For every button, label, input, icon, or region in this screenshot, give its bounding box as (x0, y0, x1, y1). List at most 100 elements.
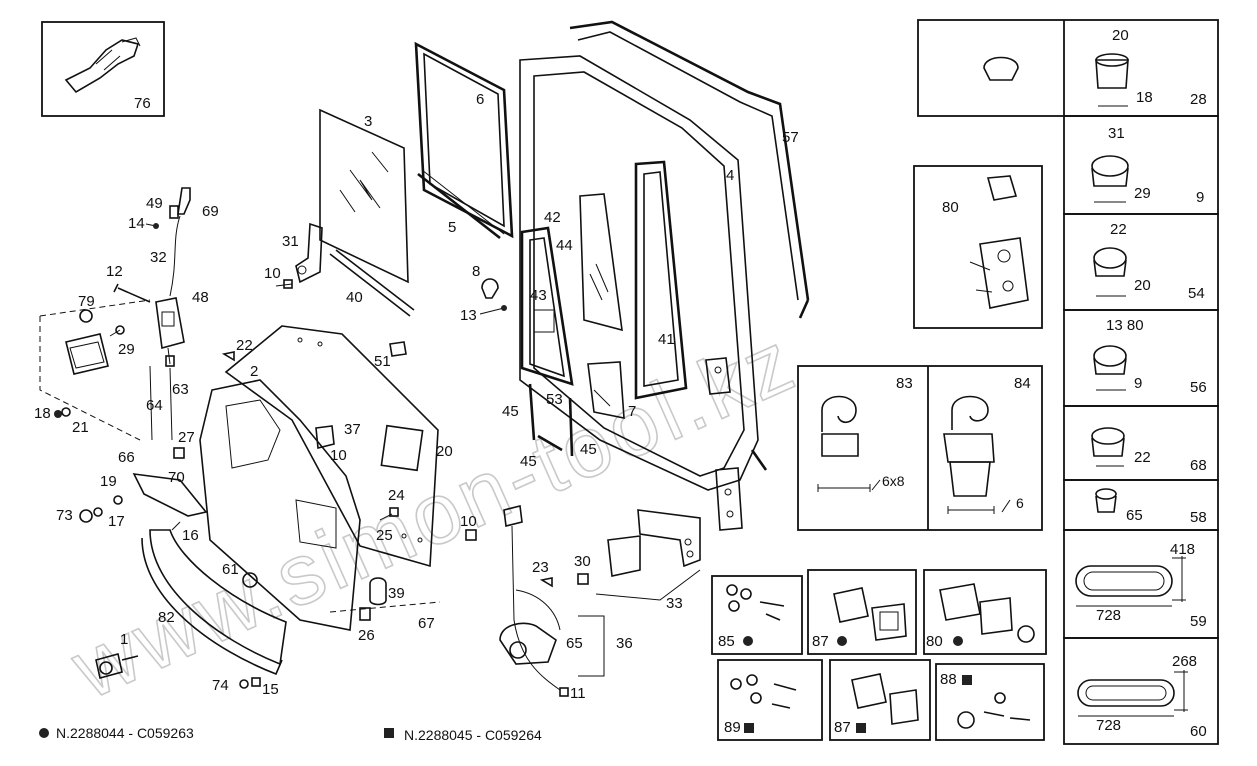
plug-9-item: 9 (1196, 189, 1204, 206)
callout-30: 30 (574, 553, 591, 570)
label-87-b: 87 (834, 719, 851, 736)
callout-32: 32 (150, 249, 167, 266)
window-glass-3: 3 (319, 108, 409, 284)
inner-panel-20: 20 2 22 (221, 325, 453, 568)
plug-58-item: 58 (1190, 509, 1207, 526)
dim-84: 6 (1016, 495, 1024, 511)
callout-20: 20 (436, 443, 453, 460)
bracket-31: 31 10 (264, 222, 323, 289)
callout-74: 74 (212, 677, 229, 694)
callout-51: 51 (374, 353, 391, 370)
callout-12: 12 (106, 263, 123, 280)
guide-rail-5: 5 (417, 169, 505, 240)
callout-33: 33 (666, 595, 683, 612)
callout-67: 67 (418, 615, 435, 632)
inset-box-88: 88 (935, 663, 1045, 741)
callout-17: 17 (108, 513, 125, 530)
plug-68-item: 68 (1190, 457, 1207, 474)
footnote-circle: N.2288044 - C059263 (39, 725, 194, 741)
plug-59-dim-bottom: 728 (1096, 607, 1121, 624)
callout-41: 41 (658, 331, 675, 348)
callout-40: 40 (346, 289, 363, 306)
callout-24: 24 (388, 487, 405, 504)
label-84: 84 (1014, 375, 1031, 392)
plug-row-28: 20 18 28 (1095, 27, 1207, 108)
callout-45-a: 45 (502, 403, 519, 420)
callout-21: 21 (72, 419, 89, 436)
callout-11: 11 (570, 685, 586, 702)
callout-49: 49 (146, 195, 163, 212)
callout-44: 44 (556, 237, 573, 254)
inset-box-80-b: 80 (923, 569, 1047, 655)
callout-16: 16 (182, 527, 199, 544)
callout-3: 3 (364, 113, 372, 130)
footnote-square: N.2288045 - C059264 (384, 727, 542, 743)
regulator-36: 10 23 65 36 11 (460, 505, 633, 702)
callout-43: 43 (530, 287, 547, 304)
callout-82: 82 (158, 609, 175, 626)
plug-table (917, 19, 1219, 745)
inset-box-80: 80 (913, 165, 1043, 329)
callout-14: 14 (128, 215, 145, 232)
inset-box-87-a: 87 (807, 569, 917, 655)
channel-40: 40 (329, 249, 415, 317)
plug-58-dim-bottom: 65 (1126, 507, 1143, 524)
inset-box-76: 76 (41, 21, 165, 117)
inset-box-85: 85 (711, 575, 803, 655)
parts-8-13-51: 8 13 51 (374, 263, 507, 370)
plug-54-dim-top: 22 (1110, 221, 1127, 238)
callout-10-mid: 10 (330, 447, 347, 464)
plug-row-60: 268 728 60 (1077, 653, 1207, 740)
plug-59-dim-top: 418 (1170, 541, 1195, 558)
plug-68-dim-bottom: 22 (1134, 449, 1151, 466)
callout-29: 29 (118, 341, 135, 358)
callout-69: 69 (202, 203, 219, 220)
callout-10-low: 10 (460, 513, 477, 530)
plug-56-item: 56 (1190, 379, 1207, 396)
inset-box-87-b: 87 (829, 659, 931, 741)
plug-54-dim-bottom: 20 (1134, 277, 1151, 294)
door-seal-57: 57 (569, 20, 810, 471)
door-frame-4: 4 (519, 55, 759, 491)
plug-row-9: 31 29 9 (1091, 125, 1204, 206)
callout-36: 36 (616, 635, 633, 652)
callout-6: 6 (476, 91, 484, 108)
inset-box-83-84: 83 84 6x8 6 (797, 365, 1043, 531)
callout-31: 31 (282, 233, 299, 250)
lock-parts-top: 49 69 14 32 12 48 63 (106, 187, 219, 441)
window-seal-6: 6 (414, 41, 514, 239)
plug-56-dim-bottom: 9 (1134, 375, 1142, 392)
callout-48: 48 (192, 289, 209, 306)
plug-row-54: 22 20 54 (1093, 221, 1205, 302)
callout-42: 42 (544, 209, 561, 226)
callout-13: 13 (460, 307, 477, 324)
watermark: www.simon-tool.kz (58, 312, 811, 717)
callout-18: 18 (34, 405, 51, 422)
callout-25: 25 (376, 527, 393, 544)
plug-60-dim-bottom: 728 (1096, 717, 1121, 734)
callout-64: 64 (146, 397, 163, 414)
plug-56-dim-top: 13 80 (1106, 317, 1144, 334)
plug-28-dim-top: 20 (1112, 27, 1129, 44)
callout-15: 15 (262, 681, 279, 698)
callout-22-a: 22 (236, 337, 253, 354)
lower-trim-82: 82 19 17 73 16 74 15 (56, 473, 287, 698)
plug-row-68: 22 68 (1091, 427, 1207, 474)
trim-panel: 37 10 24 25 61 39 26 67 (199, 379, 441, 644)
callout-26: 26 (358, 627, 375, 644)
callout-8: 8 (472, 263, 480, 280)
callout-27: 27 (178, 429, 195, 446)
callout-45-c: 45 (580, 441, 597, 458)
callout-39: 39 (388, 585, 405, 602)
plug-row-59: 418 728 59 (1075, 541, 1207, 630)
callout-2: 2 (250, 363, 258, 380)
callout-53: 53 (546, 391, 563, 408)
window-frames-42-44: 42 44 43 53 7 (520, 193, 636, 420)
plug-60-dim-top: 268 (1172, 653, 1197, 670)
plug-row-58: 65 58 (1095, 488, 1207, 526)
bracket-33: 30 33 (574, 509, 701, 612)
callout-63: 63 (172, 381, 189, 398)
callout-7: 7 (628, 403, 636, 420)
dim-83: 6x8 (882, 473, 905, 489)
